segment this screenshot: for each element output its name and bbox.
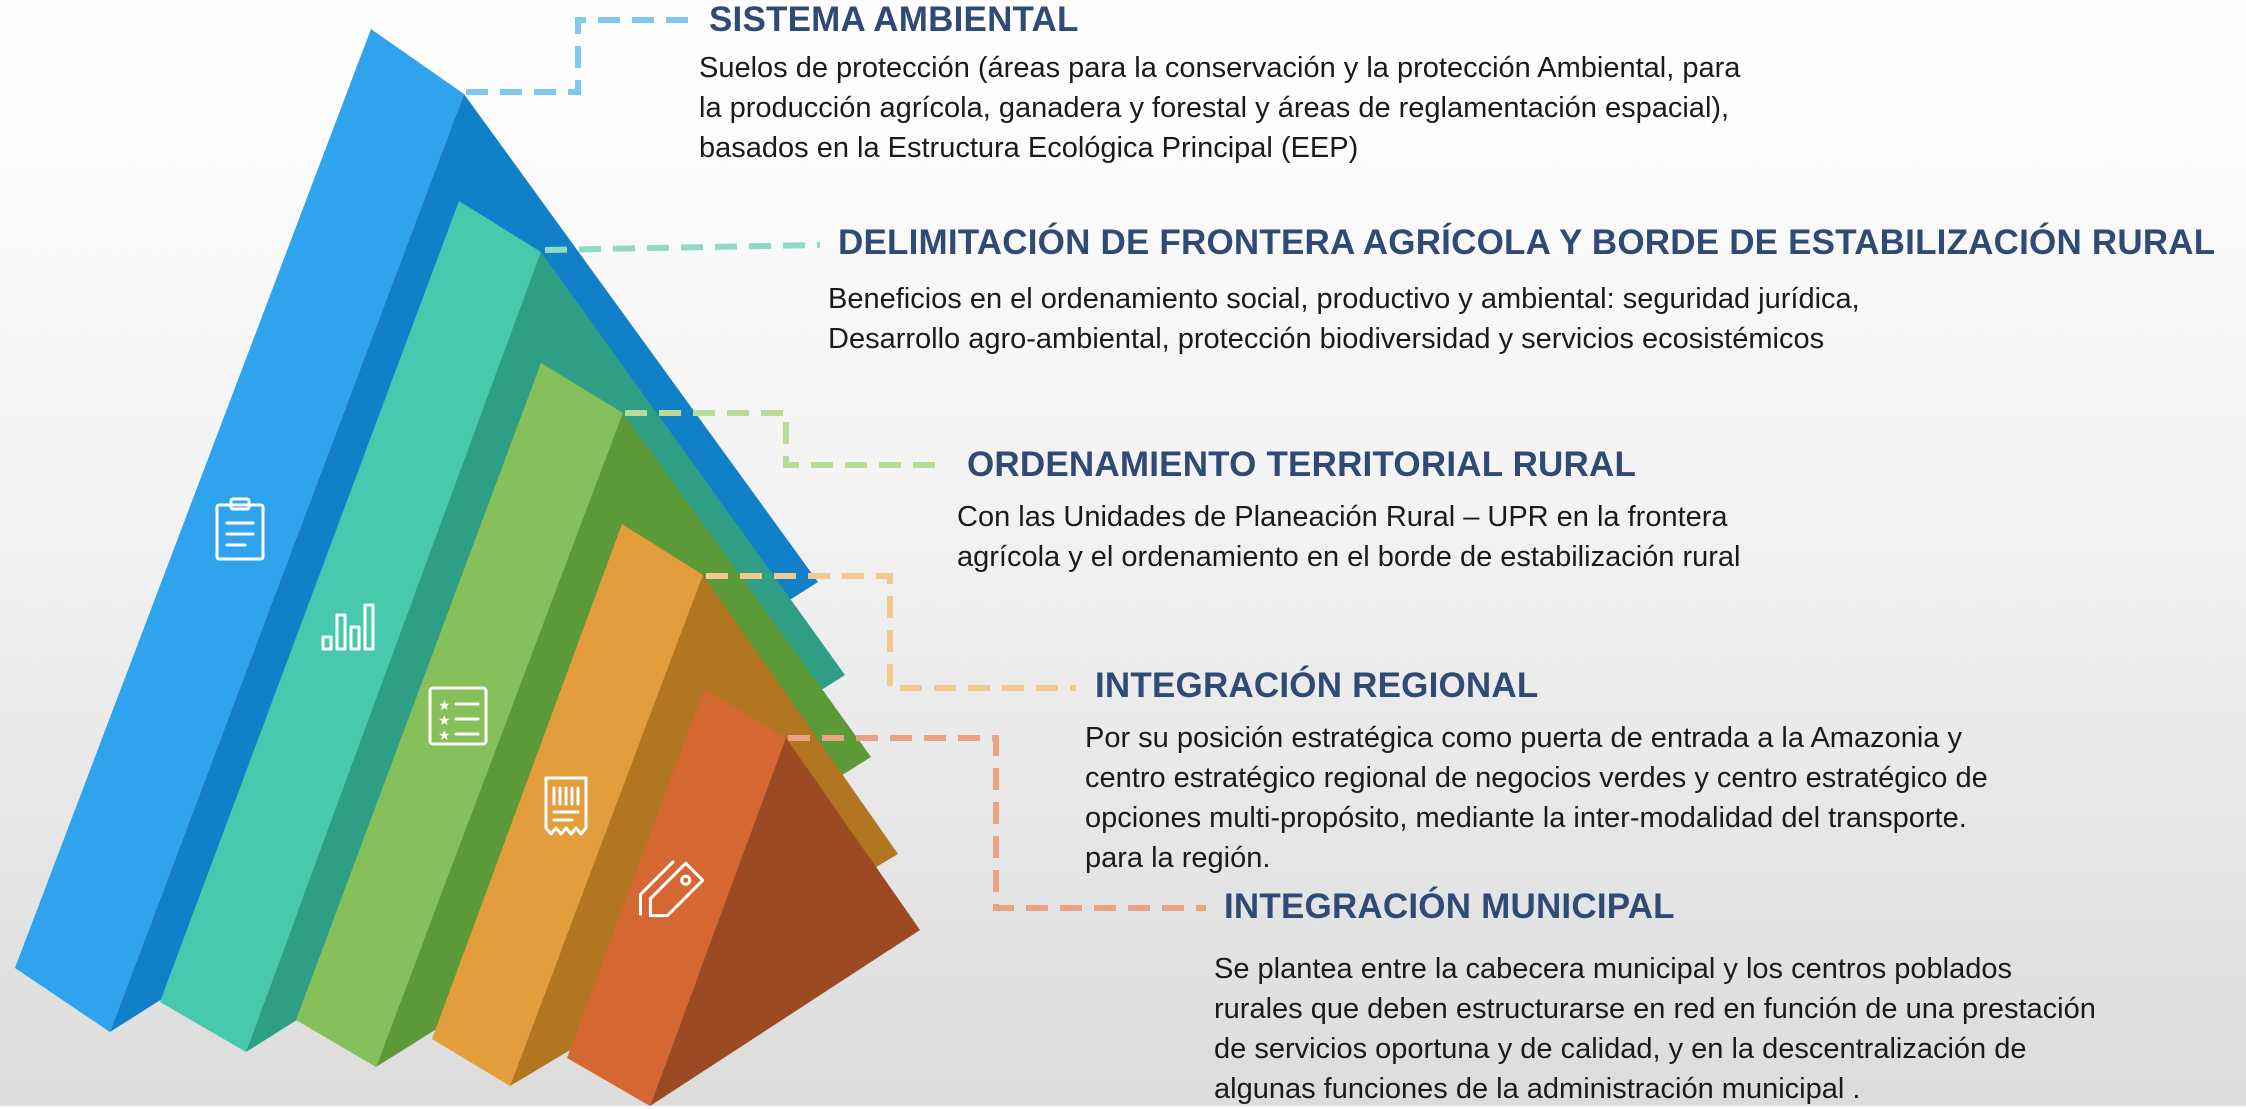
- section-sistema-ambiental: SISTEMA AMBIENTAL Suelos de protección (…: [699, 0, 1740, 168]
- svg-text:★: ★: [438, 728, 451, 744]
- section-title: ORDENAMIENTO TERRITORIAL RURAL: [967, 445, 1637, 484]
- layer-front-face: [296, 363, 623, 1067]
- section-description: Por su posición estratégica como puerta …: [1085, 722, 1988, 874]
- receipt-icon: [544, 776, 588, 836]
- section-ordenamiento-territorial: ORDENAMIENTO TERRITORIAL RURAL Con las U…: [957, 445, 1740, 577]
- section-description: Se plantea entre la cabecera municipal y…: [1214, 953, 2096, 1105]
- layer-front-face: [15, 29, 464, 1032]
- connector-ordenamiento-territorial: [625, 410, 946, 468]
- section-title: INTEGRACIÓN MUNICIPAL: [1224, 887, 1675, 926]
- star-list-icon: ★ ★ ★: [428, 686, 488, 746]
- section-frontera-agricola: DELIMITACIÓN DE FRONTERA AGRÍCOLA Y BORD…: [828, 223, 2216, 359]
- section-description: Beneficios en el ordenamiento social, pr…: [828, 283, 1860, 355]
- section-integracion-regional: INTEGRACIÓN REGIONAL Por su posición est…: [1085, 666, 1988, 878]
- clipboard-icon: [215, 497, 265, 561]
- connector-sistema-ambiental: [466, 17, 692, 95]
- layer-integracion-municipal: [567, 689, 920, 1106]
- bar-chart-icon: [321, 603, 375, 651]
- svg-text:★: ★: [438, 713, 451, 729]
- section-title: SISTEMA AMBIENTAL: [709, 0, 1079, 39]
- section-title: DELIMITACIÓN DE FRONTERA AGRÍCOLA Y BORD…: [838, 223, 2216, 262]
- section-description: Con las Unidades de Planeación Rural – U…: [957, 501, 1741, 573]
- layer-front-face: [567, 689, 786, 1106]
- section-integracion-municipal: INTEGRACIÓN MUNICIPAL Se plantea entre l…: [1214, 887, 2096, 1109]
- layer-front-face: [432, 524, 703, 1086]
- svg-text:★: ★: [438, 698, 451, 714]
- connector-frontera-agricola: [544, 242, 821, 253]
- section-title: INTEGRACIÓN REGIONAL: [1095, 666, 1539, 705]
- price-tag-icon: [638, 860, 705, 918]
- layer-side-face: [650, 738, 920, 1106]
- section-description: Suelos de protección (áreas para la cons…: [699, 52, 1741, 164]
- connector-integracion-municipal: [788, 735, 1206, 911]
- connector-integracion-regional: [706, 573, 1076, 691]
